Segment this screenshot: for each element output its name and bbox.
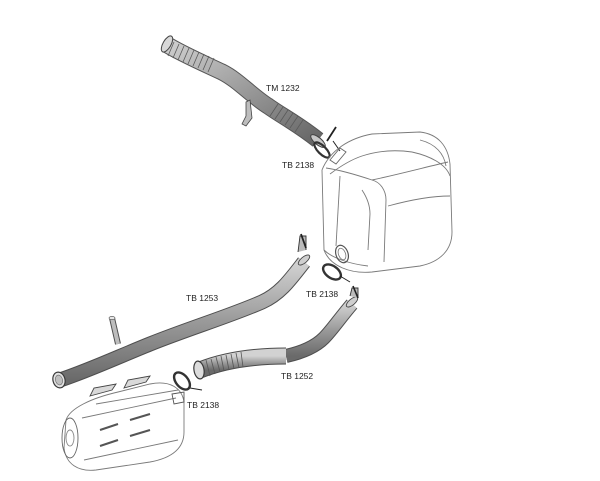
label-tm1232: TM 1232 xyxy=(266,83,300,93)
clamp-tb2138-bottom xyxy=(172,371,203,391)
label-tb2138-top: TB 2138 xyxy=(282,160,314,170)
label-tb2138-bottom: TB 2138 xyxy=(187,400,219,410)
flex-pipe-tm1232 xyxy=(160,35,326,148)
label-tb1253: TB 1253 xyxy=(186,293,218,303)
label-tb2138-middle: TB 2138 xyxy=(306,289,338,299)
pipe-tb1252 xyxy=(193,285,359,380)
lower-muffler-unit xyxy=(61,375,185,471)
clamp-tb2138-middle xyxy=(321,263,351,283)
label-tb1252: TB 1252 xyxy=(281,371,313,381)
pipe-tb1253 xyxy=(52,233,311,389)
muffler-housing xyxy=(321,131,453,273)
